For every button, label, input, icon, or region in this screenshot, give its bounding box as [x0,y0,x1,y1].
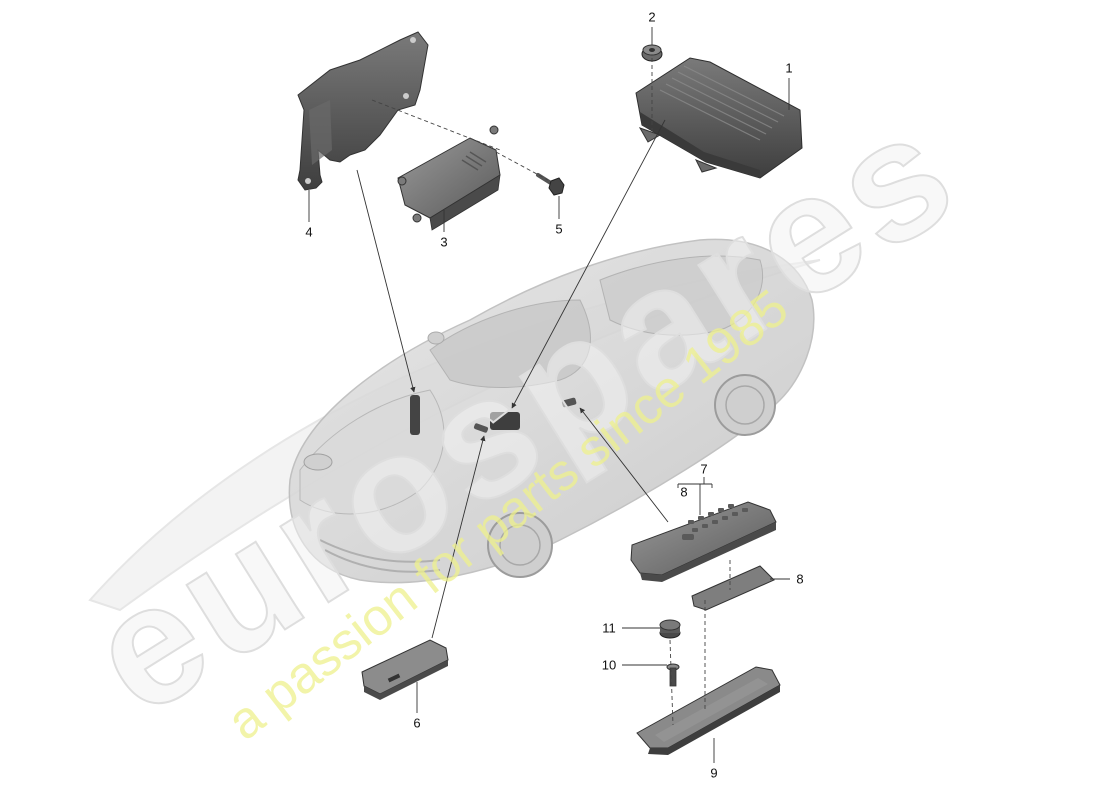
part-4-mounting-bracket[interactable] [297,31,429,191]
part-5-screw-bolt[interactable] [536,173,565,196]
part-11-rubber-grommet[interactable] [659,619,681,639]
callout-10-screw[interactable]: 10 [601,657,617,673]
assembly-dashed-lines [371,58,731,726]
callout-6-flat-unit[interactable]: 6 [413,715,421,731]
watermark-logo: eurospares [58,72,989,753]
part-9-holder-tray[interactable] [636,666,781,755]
callout-7-remote-assembly[interactable]: 7 [700,461,708,477]
leader-lines [308,27,790,763]
part-7-remote-control[interactable] [630,501,777,582]
callout-3-module[interactable]: 3 [440,234,448,250]
callout-2-hex-nut[interactable]: 2 [648,9,656,25]
car-illustration [288,238,815,584]
callout-11-grommet[interactable]: 11 [602,620,616,636]
part-10-screw[interactable] [666,663,680,687]
callout-9-holder-tray[interactable]: 9 [710,765,718,781]
callout-8-battery-cover[interactable]: 8 [796,571,804,587]
part-6-control-unit-flat[interactable] [361,639,449,700]
callout-5-screw-bolt[interactable]: 5 [555,221,563,237]
installed-control-unit-location [490,412,520,430]
callout-8-subitem[interactable]: 8 [680,484,688,500]
callout-4-bracket[interactable]: 4 [305,224,313,240]
part-3-control-unit-module[interactable] [397,125,501,231]
callout-1-control-unit[interactable]: 1 [785,60,793,76]
part-8-battery-cover[interactable] [691,565,775,611]
svg-text:eurospares: eurospares [59,73,988,752]
part-1-control-unit-large[interactable] [635,57,803,179]
installed-bracket-location [410,395,420,435]
